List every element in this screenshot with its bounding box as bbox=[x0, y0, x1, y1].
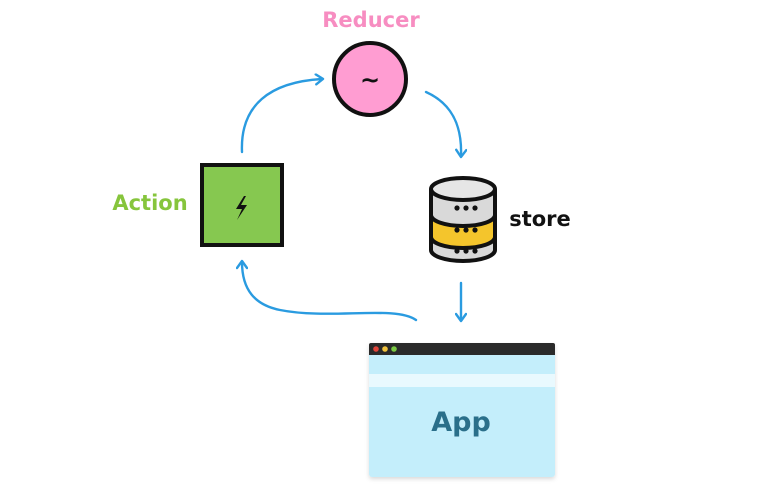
lightning-bolt-icon bbox=[236, 196, 247, 220]
arrow-action-to-reducer bbox=[240, 79, 322, 154]
action-label: Action bbox=[112, 191, 187, 215]
action-node: Action bbox=[112, 163, 284, 247]
reducer-label: Reducer bbox=[322, 8, 420, 32]
database-icon bbox=[429, 176, 497, 263]
reducer-symbol: ~ bbox=[360, 66, 380, 94]
app-label: App bbox=[431, 407, 491, 438]
store-node: store bbox=[429, 176, 571, 263]
reducer-node: Reducer ~ bbox=[322, 8, 420, 117]
window-close-dot bbox=[373, 346, 379, 352]
app-window-toolbar bbox=[369, 374, 555, 387]
app-window-controls bbox=[373, 346, 397, 352]
flow-arrows bbox=[242, 79, 461, 320]
arrow-app-to-action bbox=[242, 262, 418, 322]
store-label: store bbox=[509, 207, 571, 231]
window-minimize-dot bbox=[382, 346, 388, 352]
window-maximize-dot bbox=[391, 346, 397, 352]
app-node bbox=[369, 343, 555, 477]
arrow-reducer-to-store bbox=[424, 90, 461, 156]
reducer-circle bbox=[332, 41, 408, 117]
